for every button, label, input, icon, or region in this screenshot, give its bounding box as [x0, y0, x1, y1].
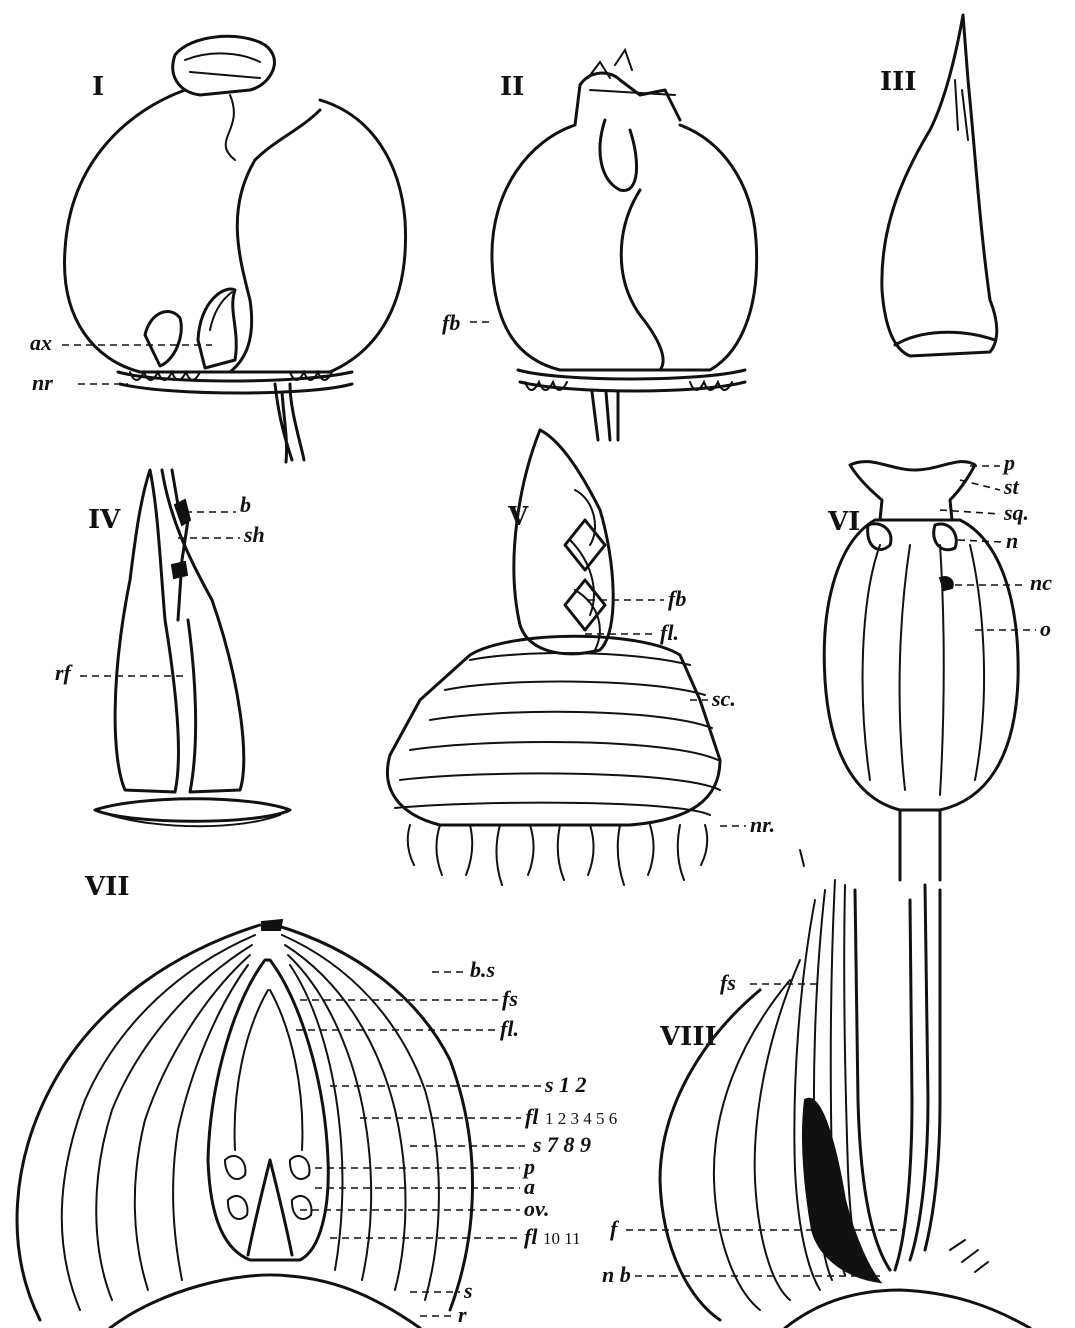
- label-nr-V: nr.: [750, 812, 775, 837]
- numeral-I: I: [92, 72, 104, 102]
- label-b: b: [240, 492, 251, 517]
- figure-VI: VI p st sq. n nc o: [824, 450, 1052, 880]
- numeral-VI: VI: [827, 507, 860, 537]
- label-s12: s 1 2: [544, 1072, 587, 1097]
- numeral-VIII: VIII: [659, 1022, 717, 1052]
- numeral-V: V: [507, 502, 529, 532]
- figure-IV: IV b sh rf: [55, 470, 290, 826]
- label-bs: b.s: [470, 957, 495, 982]
- label-st: st: [1003, 474, 1020, 499]
- numeral-II: II: [500, 72, 524, 102]
- label-sh: sh: [243, 522, 265, 547]
- label-ov: ov.: [524, 1196, 549, 1221]
- figure-VIII: VIII fs f n b: [602, 850, 1030, 1328]
- label-rf: rf: [55, 660, 74, 685]
- label-nr: nr: [32, 370, 53, 395]
- figure-II: II fb: [442, 50, 757, 440]
- label-fl-VII: fl.: [500, 1016, 519, 1041]
- label-n: n: [1006, 528, 1018, 553]
- numeral-VII: VII: [84, 872, 130, 902]
- label-ax: ax: [30, 330, 52, 355]
- label-sq: sq.: [1003, 500, 1029, 525]
- label-p: p: [1002, 450, 1015, 475]
- label-s-VII: s: [463, 1278, 473, 1303]
- label-sc: sc.: [711, 686, 736, 711]
- figure-III: III: [880, 15, 997, 356]
- label-fl-numbers-123456: 1 2 3 4 5 6: [545, 1109, 617, 1128]
- label-fb-V: fb: [668, 586, 686, 611]
- label-o: o: [1040, 616, 1051, 641]
- figure-VII: VII b.s fs fl. s 1 2 fl 1 2 3 4 5 6 s 7 …: [17, 872, 617, 1328]
- label-fl-1011: fl: [524, 1224, 538, 1249]
- label-fl-123456: fl: [525, 1104, 539, 1129]
- label-fs-VII: fs: [502, 986, 518, 1011]
- label-fb: fb: [442, 310, 460, 335]
- figure-I: I ax nr: [30, 36, 406, 462]
- label-fl-V: fl.: [660, 620, 679, 645]
- numeral-III: III: [880, 67, 917, 97]
- label-nb: n b: [602, 1262, 631, 1287]
- label-fs-VIII: fs: [720, 970, 736, 995]
- label-nc: nc: [1030, 570, 1052, 595]
- figure-V: V fb fl. sc. nr.: [387, 430, 775, 885]
- numeral-IV: IV: [88, 505, 121, 535]
- label-r: r: [458, 1302, 467, 1327]
- label-s789: s 7 8 9: [532, 1132, 591, 1157]
- label-fl-numbers-1011: 10 11: [543, 1229, 581, 1248]
- label-f: f: [610, 1216, 620, 1241]
